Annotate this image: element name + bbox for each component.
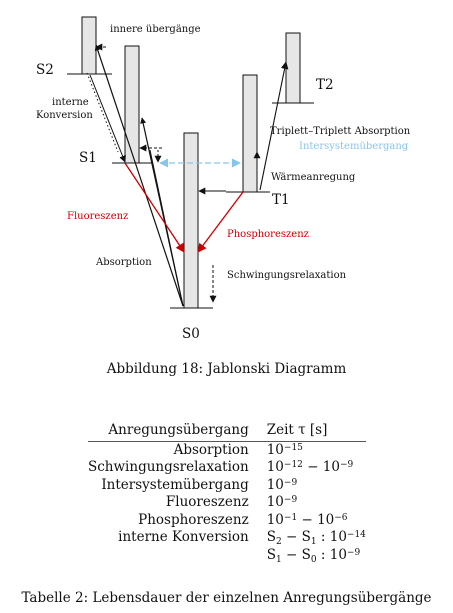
lifetime-segment: 10	[266, 441, 284, 458]
lifetime-segment: S	[266, 546, 276, 563]
s1-upper-bar	[124, 45, 140, 164]
figure-caption: Abbildung 18: Jablonski Diagramm	[106, 361, 347, 377]
fluoreszenz-arrow	[124, 162, 185, 253]
transition-name-cell: interne Konversion	[118, 529, 249, 545]
lifetime-segment: −6	[334, 512, 348, 523]
lifetime-segment: 2	[275, 537, 282, 547]
label-intersystem: Intersystemübergang	[299, 141, 409, 152]
lifetime-segment: 1	[310, 537, 317, 547]
lifetime-segment: : 10	[316, 546, 347, 563]
absorption-line-aux	[149, 149, 184, 307]
transition-name-cell: Fluoreszenz	[165, 494, 249, 510]
label-absorption: Absorption	[95, 257, 152, 268]
lifetime-segment: S	[266, 529, 276, 545]
col-header-time: Zeit τ [s]	[266, 422, 366, 442]
lifetime-segment: 10	[266, 476, 284, 493]
lifetime-cell: 10−9	[267, 494, 366, 512]
label-schwingungsrelaxation: Schwingungsrelaxation	[227, 270, 347, 281]
s2-level-bar	[81, 16, 97, 75]
lifetime-segment: −9	[283, 495, 298, 505]
lifetime-segment: 10	[266, 511, 284, 528]
table-row: S1 − S0 : 10−9	[88, 547, 366, 565]
transition-name-cell: Phosphoreszenz	[138, 511, 249, 528]
label-interne: interne	[52, 97, 89, 108]
lifetime-segment: −9	[283, 477, 298, 488]
col-header-transition: Anregungsübergang	[88, 422, 267, 442]
t1-level-bar	[242, 74, 258, 193]
lifetime-segment: −9	[346, 547, 361, 558]
triplett-absorption-arrow	[259, 61, 289, 191]
transition-name-cell: Absorption	[173, 441, 249, 458]
lifetime-segment: − 10	[297, 511, 335, 528]
lifetime-segment: 1	[275, 554, 282, 565]
label-konversion: Konversion	[36, 110, 93, 121]
lifetime-cell: S2 − S1 : 10−14	[267, 529, 366, 547]
lifetime-segment: 0	[310, 554, 317, 565]
label-phosphoreszenz: Phosphoreszenz	[227, 229, 309, 240]
label-triplett-absorption: Triplett–Triplett Absorption	[270, 126, 411, 137]
lifetime-segment: −12	[283, 460, 303, 470]
interne-konversion-arrow	[89, 74, 126, 163]
lifetime-segment: 10	[266, 494, 284, 510]
lifetime-cell: 10−12 − 10−9	[267, 459, 366, 477]
transition-name-cell: Intersystemübergang	[101, 476, 249, 493]
table-row: Fluoreszenz 10−9	[88, 494, 366, 512]
lifetime-segment: − S	[281, 546, 311, 563]
label-t2: T2	[316, 77, 334, 93]
lifetime-segment: −9	[339, 460, 354, 470]
label-s0: S0	[182, 326, 200, 342]
label-s2: S2	[36, 62, 54, 78]
lifetime-cell: 10−1 − 10−6	[267, 512, 366, 530]
s0-level-bar	[183, 132, 199, 309]
table-row: interne Konversion S2 − S1 : 10−14	[88, 529, 366, 547]
lifetime-segment: : 10	[316, 529, 347, 545]
label-waermeanregung: Wärmeanregung	[271, 172, 356, 183]
lifetime-segment: 10	[266, 459, 284, 475]
lifetime-segment: − S	[281, 529, 311, 545]
jablonski-diagram: innere übergänge S2 interne Konversion S…	[36, 16, 411, 342]
lifetime-segment: −14	[346, 530, 366, 540]
label-fluoreszenz: Fluoreszenz	[67, 211, 128, 222]
phosphoreszenz-arrow	[197, 191, 244, 253]
table-row: Intersystemübergang 10−9	[88, 477, 366, 495]
lifetime-segment: −1	[283, 512, 298, 523]
label-innere-uebergaenge: innere übergänge	[110, 24, 201, 35]
transition-name-cell	[88, 547, 267, 565]
table-row: Phosphoreszenz 10−1 − 10−6	[88, 512, 366, 530]
table-header-row: Anregungsübergang Zeit τ [s]	[88, 422, 366, 442]
lifetime-segment: − 10	[302, 459, 340, 475]
absorption-arrow-s2	[94, 44, 184, 307]
lifetime-segment: −15	[283, 442, 303, 453]
label-s1: S1	[79, 150, 97, 166]
table-row: Absorption 10−15	[88, 441, 366, 459]
label-t1: T1	[272, 192, 290, 208]
lifetime-table: Anregungsübergang Zeit τ [s] Absorption 1…	[88, 422, 366, 564]
t2-level-bar	[285, 32, 301, 104]
table-row: Schwingungsrelaxation 10−12 − 10−9	[88, 459, 366, 477]
table-caption: Tabelle 2: Lebensdauer der einzelnen Anr…	[21, 590, 432, 606]
lifetime-cell: 10−15	[267, 441, 366, 459]
lifetime-cell: S1 − S0 : 10−9	[267, 547, 366, 565]
transition-name-cell: Schwingungsrelaxation	[88, 459, 249, 475]
lifetime-cell: 10−9	[267, 477, 366, 495]
